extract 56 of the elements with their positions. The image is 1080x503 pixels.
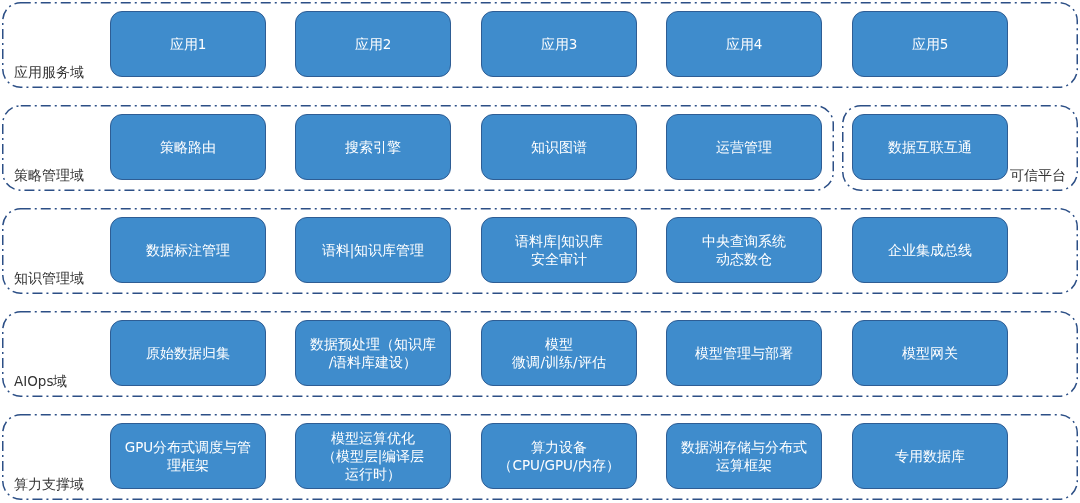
module-box <box>666 423 822 489</box>
module-box <box>481 114 637 180</box>
module-label: 策略路由 <box>159 138 217 156</box>
module-label: 企业集成总线 <box>887 241 973 259</box>
module-label: 应用2 <box>353 35 393 53</box>
module-box <box>110 423 266 489</box>
domain-label: AIOps域 <box>14 373 68 391</box>
domain-label: 可信平台 <box>1010 167 1066 185</box>
module-label: 语料库|知识库安全审计 <box>513 232 605 268</box>
module-box <box>481 423 637 489</box>
module-box <box>852 11 1008 77</box>
module-box <box>666 217 822 283</box>
module-box <box>110 114 266 180</box>
domain-label: 应用服务域 <box>14 64 84 82</box>
module-label: GPU分布式调度与管理框架 <box>123 438 253 474</box>
module-label: 模型网关 <box>901 344 959 362</box>
module-label: 搜索引擎 <box>344 138 402 156</box>
domain-label: 知识管理域 <box>14 270 84 288</box>
module-label: 语料|知识库管理 <box>320 241 426 259</box>
module-label: 模型管理与部署 <box>694 344 794 362</box>
module-label: 数据湖存储与分布式运算框架 <box>680 438 808 474</box>
module-box <box>666 320 822 386</box>
module-label: 应用5 <box>910 35 950 53</box>
domain-label: 策略管理域 <box>14 167 84 185</box>
domain-label: 算力支撑域 <box>14 476 84 494</box>
module-label: 应用3 <box>539 35 579 53</box>
module-label: 原始数据归集 <box>145 344 231 362</box>
module-box <box>295 114 451 180</box>
module-box <box>666 114 822 180</box>
module-box <box>852 217 1008 283</box>
module-label: 专用数据库 <box>894 447 966 465</box>
module-label: 知识图谱 <box>530 138 588 156</box>
module-box <box>852 423 1008 489</box>
module-label: 模型运算优化（模型层|编译层运行时） <box>320 429 426 483</box>
module-label: 中央查询系统动态数仓 <box>701 232 787 268</box>
module-box <box>852 114 1008 180</box>
module-label: 运营管理 <box>715 138 773 156</box>
module-box <box>110 11 266 77</box>
module-label: 应用1 <box>168 35 208 53</box>
module-box <box>852 320 1008 386</box>
module-box <box>295 217 451 283</box>
module-box <box>295 320 451 386</box>
module-label: 算力设备（CPU/GPU/内存） <box>497 438 621 474</box>
module-box <box>666 11 822 77</box>
module-box <box>110 217 266 283</box>
module-box <box>481 217 637 283</box>
module-box <box>481 320 637 386</box>
module-box <box>481 11 637 77</box>
module-label: 数据标注管理 <box>145 241 231 259</box>
module-box <box>295 423 451 489</box>
module-label: 数据互联互通 <box>887 138 973 156</box>
module-label: 应用4 <box>724 35 764 53</box>
module-label: 数据预处理（知识库/语料库建设） <box>309 335 437 371</box>
module-box <box>110 320 266 386</box>
module-label: 模型微调/训练/评估 <box>511 335 607 371</box>
module-box <box>295 11 451 77</box>
